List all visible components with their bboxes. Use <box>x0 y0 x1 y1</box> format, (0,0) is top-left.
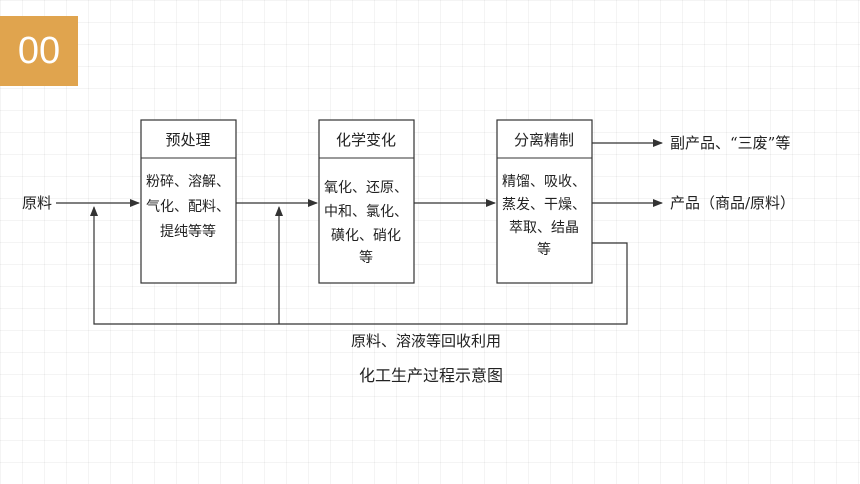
byproduct-label: 副产品、“三废”等 <box>670 134 790 152</box>
input-label: 原料 <box>22 194 52 212</box>
product-label: 产品（商品/原料） <box>670 194 795 212</box>
box-line: 中和、氯化、 <box>324 204 408 220</box>
box-line: 磺化、硝化 <box>331 228 401 244</box>
box-line: 萃取、结晶 <box>509 220 579 236</box>
process-box-chemical-change: 化学变化 氧化、还原、 中和、氯化、 磺化、硝化 等 <box>318 119 415 284</box>
box-line: 粉碎、溶解、 <box>146 174 230 190</box>
box-title: 分离精制 <box>514 131 574 149</box>
box-line: 提纯等等 <box>160 223 216 240</box>
box-line: 蒸发、干燥、 <box>502 197 586 213</box>
box-title: 预处理 <box>165 131 210 149</box>
box-line: 气化、配料、 <box>146 199 230 215</box>
recycle-loop-line <box>90 206 628 325</box>
box-line: 等 <box>359 249 373 266</box>
section-number-badge: 00 <box>0 16 78 86</box>
box-line: 等 <box>537 241 551 258</box>
box-title: 化学变化 <box>336 131 396 149</box>
process-box-separation: 分离精制 精馏、吸收、 蒸发、干燥、 萃取、结晶 等 <box>496 119 593 284</box>
recycle-label: 原料、溶液等回收利用 <box>351 332 501 350</box>
box-line: 氧化、还原、 <box>324 180 408 196</box>
box-line: 精馏、吸收、 <box>502 174 586 190</box>
process-box-pretreatment: 预处理 粉碎、溶解、 气化、配料、 提纯等等 <box>140 119 237 284</box>
diagram-caption: 化工生产过程示意图 <box>359 366 503 385</box>
